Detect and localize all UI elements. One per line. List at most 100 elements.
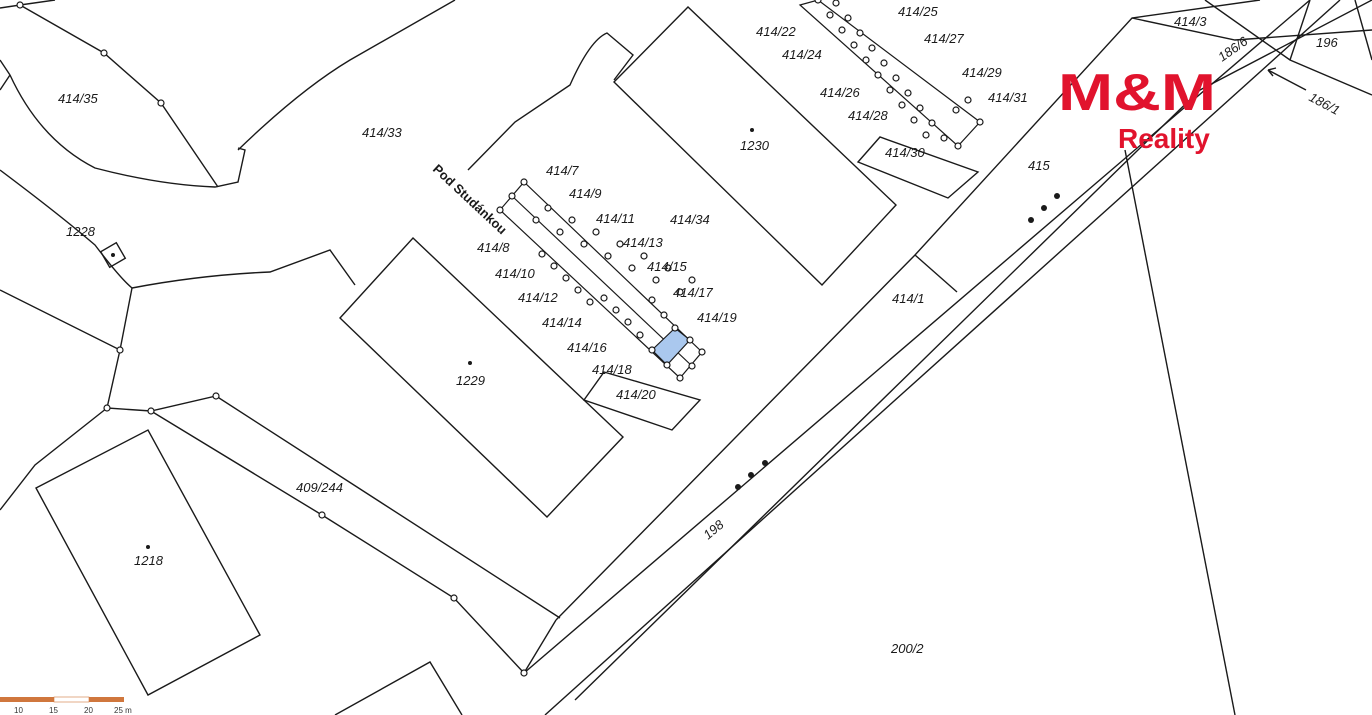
boundary-point xyxy=(544,204,552,212)
building-marker xyxy=(750,128,754,132)
boundary-point xyxy=(688,362,696,370)
mm-reality-logo: M&M Reality xyxy=(1058,64,1216,154)
parcel-label: 414/17 xyxy=(673,285,714,300)
svg-text:Reality: Reality xyxy=(1118,123,1210,154)
parcel-label: 186/6 xyxy=(1215,33,1251,64)
svg-text:20: 20 xyxy=(84,706,93,715)
parcel-label: 414/30 xyxy=(885,145,926,160)
boundary-point xyxy=(612,306,620,314)
boundary-point xyxy=(16,1,24,9)
boundary-point xyxy=(103,404,111,412)
parcel-label: 414/9 xyxy=(569,186,602,201)
parcel-label: 196 xyxy=(1316,35,1338,50)
boundary-point xyxy=(100,49,108,57)
parcel-label: 414/33 xyxy=(362,125,403,140)
boundary-point xyxy=(157,99,165,107)
boundary-point xyxy=(838,26,846,34)
parcel-label: 414/20 xyxy=(616,387,657,402)
boundary-point xyxy=(624,318,632,326)
boundary-point xyxy=(508,192,516,200)
parcel-label: 1228 xyxy=(66,224,96,239)
svg-text:M&M: M&M xyxy=(1058,64,1216,122)
boundary-point xyxy=(636,331,644,339)
boundary-point xyxy=(550,262,558,270)
boundary-point xyxy=(814,0,822,4)
boundary-point xyxy=(928,119,936,127)
boundary-point xyxy=(600,294,608,302)
boundary-point xyxy=(892,74,900,82)
parcel-label: 414/7 xyxy=(546,163,579,178)
boundary-point xyxy=(520,178,528,186)
parcel-label: 414/16 xyxy=(567,340,608,355)
boundary-point xyxy=(562,274,570,282)
boundary-point xyxy=(648,296,656,304)
boundary-point xyxy=(976,118,984,126)
parcel-label: 414/8 xyxy=(477,240,510,255)
boundary-point xyxy=(574,286,582,294)
boundary-point xyxy=(922,131,930,139)
parcel-label: 414/18 xyxy=(592,362,633,377)
boundary-point xyxy=(868,44,876,52)
svg-text:15: 15 xyxy=(49,706,58,715)
boundary-point xyxy=(940,134,948,142)
small-building-1228 xyxy=(99,241,127,269)
boundary-point xyxy=(318,511,326,519)
boundary-point xyxy=(856,29,864,37)
boundary-point xyxy=(874,71,882,79)
boundary-point xyxy=(688,276,696,284)
building-marker xyxy=(468,361,472,365)
boundary-point xyxy=(496,206,504,214)
boundary-point xyxy=(640,252,648,260)
parcel-label: 414/15 xyxy=(647,259,688,274)
boundary-point xyxy=(686,336,694,344)
boundary-point xyxy=(850,41,858,49)
parcel-label: 414/11 xyxy=(596,211,635,226)
boundary-point xyxy=(826,11,834,19)
parcel-label: 414/12 xyxy=(518,290,559,305)
boundary-point xyxy=(844,14,852,22)
boundary-point xyxy=(652,276,660,284)
boundary-point xyxy=(660,311,668,319)
boundary-point xyxy=(898,101,906,109)
boundary-point xyxy=(212,392,220,400)
boundary-point xyxy=(116,346,124,354)
line-markers xyxy=(735,193,1060,490)
svg-text:10: 10 xyxy=(14,706,23,715)
parcel-label: 409/244 xyxy=(296,480,343,495)
boundary-point xyxy=(952,106,960,114)
garage-row-north xyxy=(798,0,981,147)
boundary-point xyxy=(916,104,924,112)
boundary-point xyxy=(520,669,528,677)
parcel-label: 1229 xyxy=(456,373,485,388)
parcel-label: 414/1 xyxy=(892,291,925,306)
parcel-label: 415 xyxy=(1028,158,1050,173)
parcel-label: 414/31 xyxy=(988,90,1028,105)
direction-arrow xyxy=(1267,67,1307,91)
boundary-point xyxy=(862,56,870,64)
boundary-point xyxy=(450,594,458,602)
parcel-label: 1218 xyxy=(134,553,164,568)
parcel-label: 414/29 xyxy=(962,65,1002,80)
boundary-point xyxy=(671,324,679,332)
boundary-points xyxy=(16,0,984,677)
scale-bar: 10 15 20 25 m xyxy=(0,696,132,715)
parcel-label: 414/25 xyxy=(898,4,939,19)
boundary-point xyxy=(147,407,155,415)
parcel-label: 198 xyxy=(700,516,727,542)
boundary-point xyxy=(532,216,540,224)
parcel-label: 414/14 xyxy=(542,315,582,330)
boundary-point xyxy=(586,298,594,306)
parcel-label: 414/35 xyxy=(58,91,99,106)
boundary-point xyxy=(592,228,600,236)
parcel-label: 414/34 xyxy=(670,212,710,227)
boundary-point xyxy=(628,264,636,272)
boundary-point xyxy=(616,240,624,248)
boundary-point xyxy=(832,0,840,7)
parcel-label: 414/13 xyxy=(623,235,664,250)
parcel-label: 414/19 xyxy=(697,310,737,325)
boundary-point xyxy=(663,361,671,369)
boundary-point xyxy=(538,250,546,258)
boundary-point xyxy=(698,348,706,356)
